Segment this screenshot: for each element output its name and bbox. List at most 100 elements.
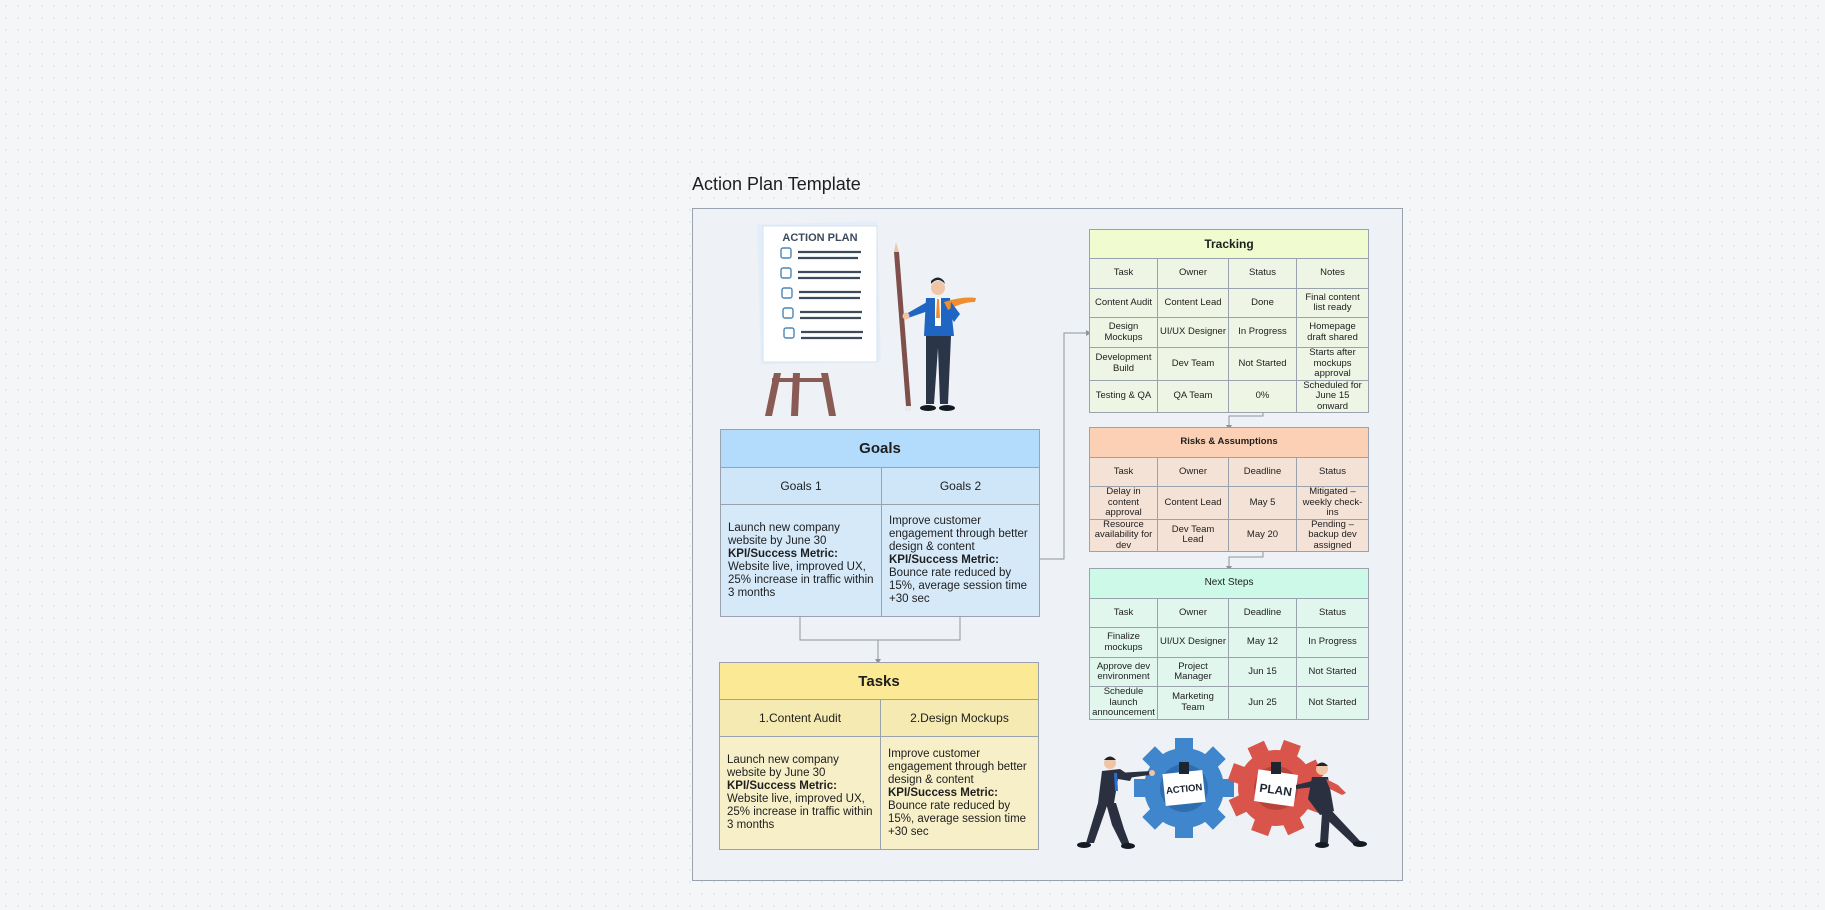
risks-cell[interactable]: May 5	[1228, 486, 1297, 520]
table-row: Design Mockups UI/UX Designer In Progres…	[1089, 317, 1370, 348]
tasks-1-text: Launch new company website by June 30	[727, 754, 839, 779]
tasks-2-kpi-label: KPI/Success Metric:	[888, 786, 998, 799]
tracking-title[interactable]: Tracking	[1088, 229, 1370, 259]
next-cell[interactable]: May 12	[1228, 627, 1297, 658]
goals-1-kpi-label: KPI/Success Metric:	[728, 547, 838, 560]
action-plan-illustration: ACTION PLAN	[757, 221, 976, 416]
risks-cell[interactable]: Delay in content approval	[1089, 486, 1158, 520]
tracking-header-status[interactable]: Status	[1228, 258, 1297, 289]
tasks-title[interactable]: Tasks	[718, 662, 1040, 700]
giant-pencil	[894, 242, 911, 411]
next-cell[interactable]: Jun 15	[1228, 657, 1297, 687]
gears-illustration: ACTION PLAN	[1077, 738, 1367, 849]
tracking-cell[interactable]: Testing & QA	[1089, 379, 1158, 413]
tasks-2-kpi: Bounce rate reduced by 15%, average sess…	[888, 799, 1027, 838]
risks-cell[interactable]: Resource availability for dev	[1089, 518, 1158, 552]
table-row: Finalize mockups UI/UX Designer May 12 I…	[1089, 627, 1370, 658]
table-row: Schedule launch announcement Marketing T…	[1089, 686, 1370, 720]
tracking-cell[interactable]: Homepage draft shared	[1295, 317, 1370, 348]
next-steps-table: Next Steps Task Owner Deadline Status Fi…	[1088, 568, 1370, 720]
next-header-deadline[interactable]: Deadline	[1228, 598, 1297, 628]
goals-col1-header[interactable]: Goals 1	[720, 467, 882, 505]
next-cell[interactable]: Not Started	[1295, 657, 1370, 687]
next-cell[interactable]: Jun 25	[1228, 686, 1297, 720]
risks-cell[interactable]: Dev Team Lead	[1157, 518, 1229, 552]
person-pushing-left	[1077, 756, 1155, 849]
table-row: Development Build Dev Team Not Started S…	[1089, 347, 1370, 381]
tracking-cell[interactable]: QA Team	[1157, 379, 1229, 413]
tasks-2-text: Improve customer engagement through bett…	[888, 747, 1027, 786]
tasks-2-cell[interactable]: Improve customer engagement through bett…	[879, 736, 1040, 850]
risks-cell[interactable]: Content Lead	[1157, 486, 1229, 520]
tracking-table: Tracking Task Owner Status Notes Content…	[1088, 229, 1370, 413]
next-header-owner[interactable]: Owner	[1157, 598, 1229, 628]
clipboard-board: ACTION PLAN	[757, 221, 881, 365]
table-row: Testing & QA QA Team 0% Scheduled for Ju…	[1089, 379, 1370, 413]
tracking-cell[interactable]: In Progress	[1228, 317, 1297, 348]
risks-cell[interactable]: Pending – backup dev assigned	[1296, 518, 1369, 552]
tracking-cell[interactable]: 0%	[1228, 379, 1297, 413]
board-title: ACTION PLAN	[782, 232, 857, 244]
next-cell[interactable]: Project Manager	[1157, 657, 1229, 687]
goals-2-kpi: Bounce rate reduced by 15%, average sess…	[889, 567, 1028, 605]
risks-table: Risks & Assumptions Task Owner Deadline …	[1089, 427, 1369, 552]
tracking-cell[interactable]: Starts after mockups approval	[1295, 347, 1370, 381]
tracking-cell[interactable]: Development Build	[1089, 347, 1158, 381]
tasks-col1-header[interactable]: 1.Content Audit	[719, 699, 881, 737]
tracking-cell[interactable]: Final content list ready	[1295, 288, 1370, 318]
frame-title[interactable]: Action Plan Template	[692, 174, 861, 194]
table-row: Delay in content approval Content Lead M…	[1089, 486, 1369, 520]
goals-title[interactable]: Goals	[720, 429, 1040, 468]
risks-header-owner[interactable]: Owner	[1157, 457, 1229, 487]
risks-cell[interactable]: May 20	[1228, 518, 1297, 552]
gear-action-label: ACTION	[1165, 782, 1203, 797]
risks-header-task[interactable]: Task	[1089, 457, 1158, 487]
risks-title[interactable]: Risks & Assumptions	[1089, 427, 1369, 458]
next-cell[interactable]: In Progress	[1295, 627, 1370, 658]
goals-table: Goals Goals 1 Goals 2 Launch new company…	[720, 429, 1040, 617]
goals-1-text: Launch new company website by June 30	[728, 521, 840, 547]
tasks-1-kpi-label: KPI/Success Metric:	[727, 780, 837, 792]
next-header-status[interactable]: Status	[1295, 598, 1370, 628]
goals-1-cell[interactable]: Launch new company website by June 30 KP…	[720, 504, 882, 617]
tracking-header-notes[interactable]: Notes	[1295, 258, 1370, 289]
tracking-cell[interactable]: Dev Team	[1157, 347, 1229, 381]
next-cell[interactable]: Marketing Team	[1157, 686, 1229, 720]
gear-plan-label: PLAN	[1259, 781, 1293, 799]
table-row: Resource availability for dev Dev Team L…	[1089, 518, 1369, 552]
table-row: Content Audit Content Lead Done Final co…	[1089, 288, 1370, 318]
next-cell[interactable]: Schedule launch announcement	[1089, 686, 1158, 720]
next-cell[interactable]: Approve dev environment	[1089, 657, 1158, 687]
next-cell[interactable]: Finalize mockups	[1089, 627, 1158, 658]
businessman	[902, 277, 976, 411]
tracking-cell[interactable]: Not Started	[1228, 347, 1297, 381]
goals-1-kpi: Website live, improved UX, 25% increase …	[728, 560, 874, 599]
risks-cell[interactable]: Mitigated – weekly check-ins	[1296, 486, 1369, 520]
next-header-task[interactable]: Task	[1089, 598, 1158, 628]
goals-2-cell[interactable]: Improve customer engagement through bett…	[881, 504, 1040, 617]
tasks-1-kpi: Website live, improved UX, 25% increase …	[727, 793, 873, 831]
tracking-cell[interactable]: Content Lead	[1157, 288, 1229, 318]
goals-2-kpi-label: KPI/Success Metric:	[889, 554, 999, 566]
tracking-cell[interactable]: UI/UX Designer	[1157, 317, 1229, 348]
risks-header-deadline[interactable]: Deadline	[1228, 457, 1297, 487]
tasks-1-cell[interactable]: Launch new company website by June 30 KP…	[719, 736, 881, 850]
goals-2-text: Improve customer engagement through bett…	[889, 515, 1028, 553]
tracking-cell[interactable]: Done	[1228, 288, 1297, 318]
tracking-cell[interactable]: Content Audit	[1089, 288, 1158, 318]
next-steps-title[interactable]: Next Steps	[1088, 568, 1370, 599]
goals-col2-header[interactable]: Goals 2	[881, 467, 1040, 505]
tasks-col2-header[interactable]: 2.Design Mockups	[879, 699, 1040, 737]
plan-gear: PLAN	[1227, 739, 1325, 837]
tracking-cell[interactable]: Design Mockups	[1089, 317, 1158, 348]
tracking-header-owner[interactable]: Owner	[1157, 258, 1229, 289]
easel-legs	[765, 373, 836, 416]
next-cell[interactable]: UI/UX Designer	[1157, 627, 1229, 658]
table-row: Approve dev environment Project Manager …	[1089, 657, 1370, 687]
next-cell[interactable]: Not Started	[1295, 686, 1370, 720]
tasks-table: Tasks 1.Content Audit 2.Design Mockups L…	[718, 662, 1040, 850]
tracking-cell[interactable]: Scheduled for June 15 onward	[1295, 379, 1370, 413]
person-pushing-right	[1296, 762, 1367, 848]
risks-header-status[interactable]: Status	[1296, 457, 1369, 487]
tracking-header-task[interactable]: Task	[1089, 258, 1158, 289]
